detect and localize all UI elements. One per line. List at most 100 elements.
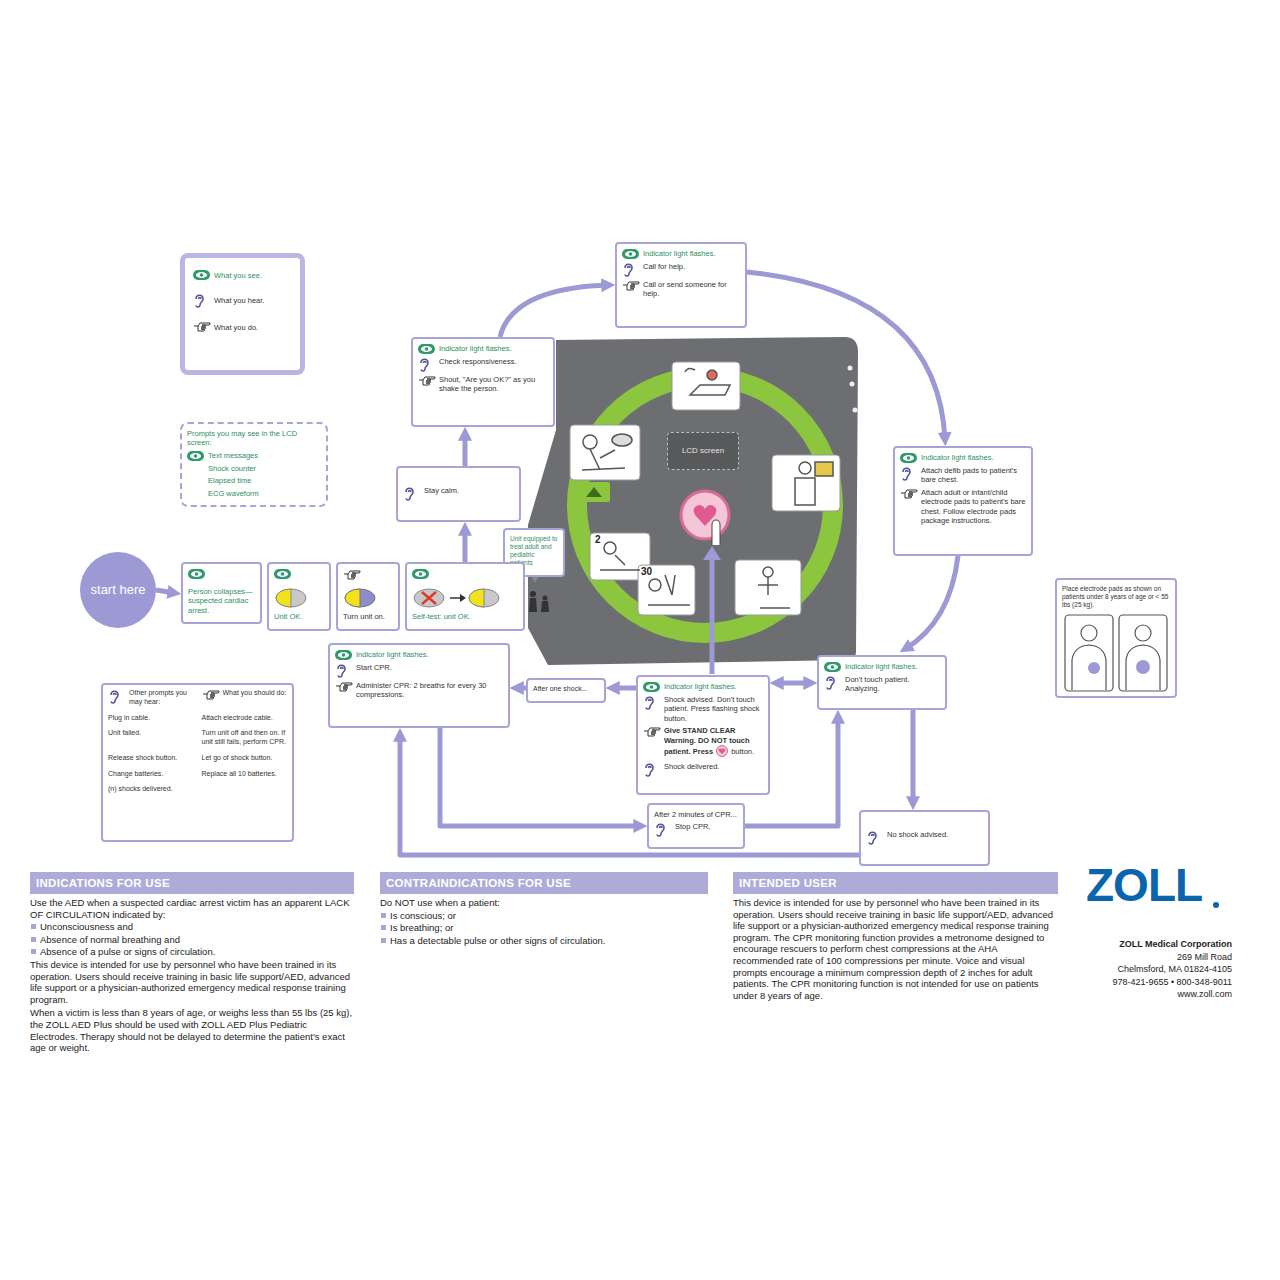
drawing-part: [850, 382, 855, 387]
drawing-part: [193, 270, 210, 280]
text-row: Indicator light flashes.: [335, 650, 503, 660]
text-row: What you should do:: [202, 689, 288, 707]
node-text: Self-test: unit OK.: [412, 612, 471, 621]
drawing-part: [200, 273, 204, 277]
node-text: Indicator light flashes.: [664, 682, 737, 691]
drawing-part: [625, 264, 632, 276]
drawing-part: [577, 377, 833, 633]
drawing-part: [421, 346, 432, 352]
text-block: Shock delivered.: [664, 762, 763, 771]
text-block: Shout, "Are you OK?" as you shake the pe…: [439, 375, 548, 394]
hand-icon: [343, 569, 361, 587]
eye-icon: [824, 662, 842, 672]
drawing-part: [345, 589, 360, 607]
step-box: Indicator light flashes.Attach defib pad…: [893, 446, 1033, 556]
drawing-part: [274, 588, 308, 608]
legend-row: What you do.: [193, 321, 292, 333]
drawing-part: [735, 560, 801, 615]
drawing-part: [193, 270, 210, 280]
text-row: Unit failed.: [108, 729, 194, 747]
text-block: What you should do:: [223, 689, 288, 698]
note-text: Use the AED when a suspected cardiac arr…: [30, 897, 354, 920]
text-block: Elapsed time: [208, 476, 321, 485]
node-text: Administer CPR: 2 breaths for every 30 c…: [356, 681, 486, 699]
node-text: Attach electrode cable.: [202, 714, 273, 721]
step-box: Other prompts you may hear: What you shou…: [101, 683, 294, 842]
node-text: Replace all 10 batteries.: [202, 770, 277, 777]
text-row: Other prompts you may hear:: [108, 689, 194, 707]
text-block: Attach electrode cable.: [202, 714, 288, 723]
drawing-part: [907, 456, 911, 460]
pediatric-pad-figures: [1065, 615, 1167, 691]
node-text: Shout, "Are you OK?" as you shake the pe…: [439, 375, 535, 393]
drawing-part: [469, 589, 499, 607]
flow-arrow: [776, 681, 811, 686]
text-block: Turn unit on.: [343, 612, 385, 621]
drawing-part: [414, 589, 444, 607]
drawing-part: [335, 681, 353, 693]
text-block: Shock advised. Don't touch patient. Pres…: [664, 695, 763, 723]
section-band: INTENDED USER: [733, 872, 1058, 894]
text-row: (n) shocks delivered.: [108, 785, 194, 794]
text-block: No shock advised.: [887, 830, 983, 839]
text-row: Give STAND CLEAR Warning. DO NOT touch p…: [643, 726, 763, 759]
text-block: Unit OK.: [274, 612, 302, 621]
hand-icon: [335, 681, 353, 693]
drawing-part: [342, 653, 346, 657]
drawing-part: [795, 478, 815, 505]
drawing-part: [338, 652, 349, 658]
text-block: Text messages: [208, 451, 321, 460]
drawing-part: [343, 588, 377, 608]
drawing-part: [543, 596, 548, 601]
eye-icon: [187, 451, 205, 461]
drawing-part: [469, 589, 484, 607]
legend-text: What you do.: [214, 323, 258, 332]
text-row: Attach defib pads to patient's bare ches…: [900, 466, 1026, 485]
drawing-part: [277, 571, 288, 577]
ear-icon: [108, 689, 126, 704]
drawing-part: [188, 569, 205, 579]
status-picture: [343, 588, 377, 610]
drawing-part: [335, 650, 352, 660]
text-block: (n) shocks delivered.: [108, 785, 194, 794]
text-block: Start CPR.: [356, 663, 503, 672]
step-box: Indicator light flashes.Call for help.Ca…: [615, 242, 747, 328]
text-block: Unit failed.: [108, 729, 194, 738]
text-row: Prompts you may see in the LCD screen:: [187, 429, 321, 448]
node-text: (n) shocks delivered.: [108, 785, 173, 792]
eye-icon: [188, 569, 205, 587]
text-row: Place electrode pads as shown on patient…: [1062, 585, 1170, 609]
aed-device: [528, 337, 858, 665]
text-block: Release shock button.: [108, 754, 194, 763]
node-text: Other prompts you may hear:: [129, 689, 187, 705]
drawing-part: [1126, 645, 1160, 690]
drawing-part: [578, 482, 610, 502]
node-text: Text messages: [208, 451, 258, 460]
section-band: CONTRAINDICATIONS FOR USE: [380, 872, 708, 894]
step-box: Indicator light flashes. Shock advised. D…: [636, 675, 770, 795]
drawing-part: [570, 362, 840, 615]
ear-icon: [654, 822, 672, 837]
step-box: Prompts you may see in the LCD screen: Te…: [180, 422, 328, 507]
text-row: Plug in cable.: [108, 714, 194, 723]
text-block: Give STAND CLEAR Warning. DO NOT touch p…: [664, 726, 763, 759]
text-block: Prompts you may see in the LCD screen:: [187, 429, 321, 448]
drawing-part: [335, 663, 347, 678]
eye-icon: [900, 453, 918, 463]
step-box: After one shock...: [526, 678, 606, 703]
text-block: Indicator light flashes.: [356, 650, 503, 659]
flow-arrow: [612, 686, 636, 691]
drawing-part: [412, 569, 429, 579]
drawing-part: [604, 542, 616, 554]
drawing-part: [202, 689, 220, 701]
drawing-part: [196, 272, 207, 278]
text-block: Indicator light flashes.: [643, 249, 740, 258]
drawing-part: [187, 464, 204, 466]
drawing-part: [824, 662, 841, 672]
drawing-part: [421, 359, 428, 371]
drawing-part: [622, 249, 639, 259]
drawing-part: [643, 695, 655, 710]
drawing-part: [203, 691, 219, 699]
drawing-part: [763, 567, 773, 577]
